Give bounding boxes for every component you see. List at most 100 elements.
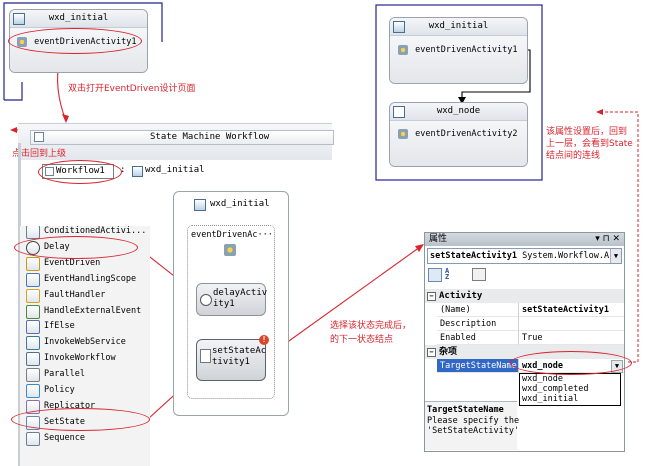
description-line: Please specify the xyxy=(427,416,520,426)
property-value[interactable] xyxy=(519,317,624,331)
workflow-icon xyxy=(34,132,44,142)
designer-header-strip xyxy=(30,130,334,145)
property-grid: −Activity (Name) setStateActivity1 Descr… xyxy=(425,289,624,379)
conditioned-icon xyxy=(26,226,40,239)
window-controls[interactable]: ▾ ⊓ ✕ xyxy=(595,234,620,244)
property-value[interactable]: True xyxy=(519,331,624,345)
property-name: TargetStateName xyxy=(437,359,519,373)
toolbox-item[interactable]: HandleExternalEvent xyxy=(20,303,150,319)
state-header: wxd_initial xyxy=(10,10,147,28)
target-state-dropdown: wxd_node wxd_completed wxd_initial xyxy=(519,373,621,406)
object-name: setStateActivity1 xyxy=(430,251,517,261)
highlight-ellipse xyxy=(11,408,150,431)
event-driven-label: eventDrivenActivity1 xyxy=(415,45,518,55)
chevron-down-icon[interactable]: ▼ xyxy=(610,249,621,263)
highlight-ellipse xyxy=(8,28,142,54)
open-designer-note: 双击打开EventDriven设计页面 xyxy=(68,84,196,94)
property-pages-icon[interactable] xyxy=(472,268,486,281)
setstate-activity[interactable]: setStateAc tivity1 ! xyxy=(196,335,269,381)
toolbox-item-label: InvokeWorkflow xyxy=(44,353,116,364)
breadcrumb-state[interactable]: wxd_initial xyxy=(145,165,205,175)
toolbox-item-label: ConditionedActivi... xyxy=(44,226,147,236)
highlight-ellipse xyxy=(510,351,632,375)
dropdown-option[interactable]: wxd_initial xyxy=(522,394,579,404)
state-title: wxd_node xyxy=(436,106,481,116)
event-scope-icon xyxy=(26,272,40,287)
invoke-workflow-icon xyxy=(26,352,40,367)
category-label: Activity xyxy=(439,291,483,301)
highlight-ellipse xyxy=(14,236,138,259)
next-state-note: 选择该状态完成后， 的下一状态结点 xyxy=(330,320,411,346)
toolbox-item-label: FaultHandler xyxy=(44,289,106,300)
setstate-label-line: tivity1 xyxy=(212,357,250,367)
property-row[interactable]: Enabled True xyxy=(425,331,624,345)
delay-activity[interactable]: delayActiv ity1 xyxy=(196,283,267,316)
toolbox-item[interactable]: InvokeWorkflow xyxy=(20,350,150,367)
toolbox-item-label: InvokeWebService xyxy=(44,337,126,348)
connection-note: 该属性设置后，回到 上一层，会看到State 结点间的连线 xyxy=(546,126,633,162)
toolbox-item-label: Replicator xyxy=(44,400,96,411)
property-name: Enabled xyxy=(437,331,519,345)
back-note: 点击回到上级 xyxy=(12,149,67,159)
properties-title-bar: 属性 ▾ ⊓ ✕ xyxy=(425,233,624,246)
event-driven-label: eventDrivenActivity2 xyxy=(415,129,518,139)
sequence-icon xyxy=(26,431,40,446)
property-row[interactable]: (Name) setStateActivity1 xyxy=(425,303,624,317)
parallel-icon xyxy=(26,368,40,383)
toolbox-item[interactable]: FaultHandler xyxy=(20,287,150,303)
highlight-ellipse xyxy=(38,160,122,184)
property-name: (Name) xyxy=(437,303,519,317)
dropdown-option[interactable]: wxd_node xyxy=(522,374,563,384)
categorized-icon[interactable] xyxy=(428,268,442,282)
description-pane: TargetStateName Please specify the 'SetS… xyxy=(425,401,520,450)
state-icon xyxy=(393,21,405,33)
designer-header-title: State Machine Workflow xyxy=(150,132,270,142)
toolbox-item[interactable]: Sequence xyxy=(20,430,150,446)
object-selector[interactable]: setStateActivity1 System.Workflow.Ac ▼ xyxy=(427,248,622,264)
state-icon xyxy=(13,13,25,25)
note-line: 该属性设置后，回到 xyxy=(546,127,628,137)
event-driven-item[interactable]: eventDrivenActivity1 xyxy=(398,44,517,56)
event-driven-item[interactable]: eventDrivenActivity2 xyxy=(398,128,517,140)
event-driven-icon xyxy=(26,256,40,271)
policy-icon xyxy=(26,384,40,398)
toolbox-item[interactable]: Policy xyxy=(20,382,150,398)
note-line: 结点间的连线 xyxy=(546,151,601,161)
properties-window: 属性 ▾ ⊓ ✕ setStateActivity1 System.Workfl… xyxy=(424,232,625,452)
note-line: 选择该状态完成后， xyxy=(330,321,412,331)
toolbox-item[interactable]: IfElse xyxy=(20,318,150,335)
state-icon xyxy=(132,166,143,177)
toolbox-item[interactable]: EventHandlingScope xyxy=(20,271,150,287)
property-row[interactable]: Description xyxy=(425,317,624,331)
event-driven-icon xyxy=(398,44,408,55)
toolbox-item-label: IfElse xyxy=(44,321,75,332)
top-right-state-node[interactable]: wxd_node eventDrivenActivity2 xyxy=(389,102,528,167)
dropdown-option[interactable]: wxd_completed xyxy=(522,384,589,394)
note-line: 的下一状态结点 xyxy=(330,335,394,345)
property-name: Description xyxy=(437,317,519,331)
error-icon[interactable]: ! xyxy=(259,335,269,345)
property-value[interactable]: setStateActivity1 xyxy=(519,303,624,317)
toolbox-item[interactable]: EventDriven xyxy=(20,255,150,271)
toolbox-item-label: EventHandlingScope xyxy=(44,273,137,284)
state-icon xyxy=(194,199,206,211)
setstate-label-line: setStateAc xyxy=(212,346,267,356)
delay-label-line: ity1 xyxy=(213,299,235,309)
category-activity[interactable]: −Activity xyxy=(425,289,624,303)
event-driven-icon xyxy=(398,128,408,139)
setstate-icon xyxy=(200,349,211,363)
webservice-icon xyxy=(26,336,40,351)
toolbox-item[interactable]: InvokeWebService xyxy=(20,334,150,351)
state-title: wxd_initial xyxy=(48,13,109,23)
state-icon xyxy=(393,106,405,118)
object-type: System.Workflow.Ac xyxy=(522,251,615,261)
handle-event-icon xyxy=(26,304,40,319)
top-right-state-initial[interactable]: wxd_initial eventDrivenActivity1 xyxy=(389,17,528,84)
state-header: wxd_node xyxy=(390,103,527,121)
toolbox-item[interactable]: Parallel xyxy=(20,366,150,383)
note-line: 上一层，会看到State xyxy=(546,139,633,149)
clock-icon xyxy=(200,294,212,306)
